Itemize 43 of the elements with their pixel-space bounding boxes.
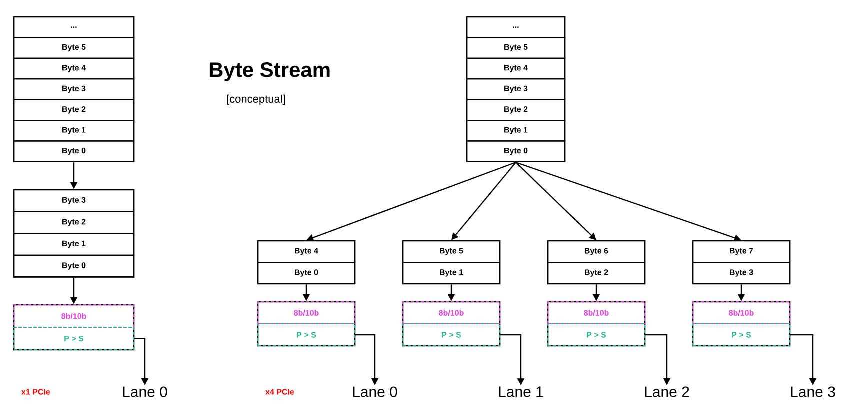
encoder-cell: 8b/10b xyxy=(14,304,134,328)
title: Byte Stream xyxy=(210,62,330,82)
byte-cell: Byte 2 xyxy=(13,211,135,234)
stack-box xyxy=(13,304,135,351)
byte-cell: Byte 1 xyxy=(466,120,566,142)
subtitle: [conceptual] xyxy=(227,94,286,106)
converter-cell: P > S xyxy=(548,324,646,346)
lane-label: Lane 1 xyxy=(499,386,544,398)
converter-cell: P > S xyxy=(402,324,500,346)
converter-cell: P > S xyxy=(258,324,356,346)
byte-cell: Byte 4 xyxy=(13,58,135,80)
byte-cell: ... xyxy=(13,16,135,38)
byte-cell: Byte 0 xyxy=(13,140,135,162)
byte-cell: Byte 2 xyxy=(13,99,135,122)
lane-label: Lane 0 xyxy=(123,386,168,398)
encoder-cell: 8b/10b xyxy=(402,302,500,324)
byte-cell: Byte 1 xyxy=(13,233,135,256)
byte-cell: Byte 3 xyxy=(13,189,135,212)
byte-cell: ... xyxy=(466,16,566,38)
byte-cell: Byte 5 xyxy=(13,37,135,59)
byte-cell: Byte 0 xyxy=(13,254,135,278)
byte-cell: Byte 3 xyxy=(13,78,135,100)
encoder-cell: 8b/10b xyxy=(548,302,646,324)
lane-label: Lane 0 xyxy=(353,386,398,398)
bus-label: x4 PCIe xyxy=(266,389,294,395)
byte-cell: Byte 1 xyxy=(13,120,135,142)
stack-box xyxy=(547,301,646,347)
stack-box xyxy=(692,301,791,347)
converter-cell: P > S xyxy=(692,324,790,346)
byte-cell: Byte 4 xyxy=(466,58,566,80)
lane-label: Lane 2 xyxy=(645,386,690,398)
lane-label: Lane 3 xyxy=(791,386,836,398)
stack-box xyxy=(402,301,501,347)
encoder-cell: 8b/10b xyxy=(692,302,790,324)
stack-box xyxy=(257,301,356,347)
byte-cell: Byte 5 xyxy=(466,37,566,59)
byte-cell: Byte 2 xyxy=(466,99,566,122)
arrow xyxy=(516,162,596,240)
encoder-cell: 8b/10b xyxy=(258,302,356,324)
bus-label: x1 PCIe xyxy=(22,389,50,395)
byte-cell: Byte 3 xyxy=(466,78,566,100)
byte-cell: Byte 0 xyxy=(466,140,566,162)
converter-cell: P > S xyxy=(14,327,134,350)
